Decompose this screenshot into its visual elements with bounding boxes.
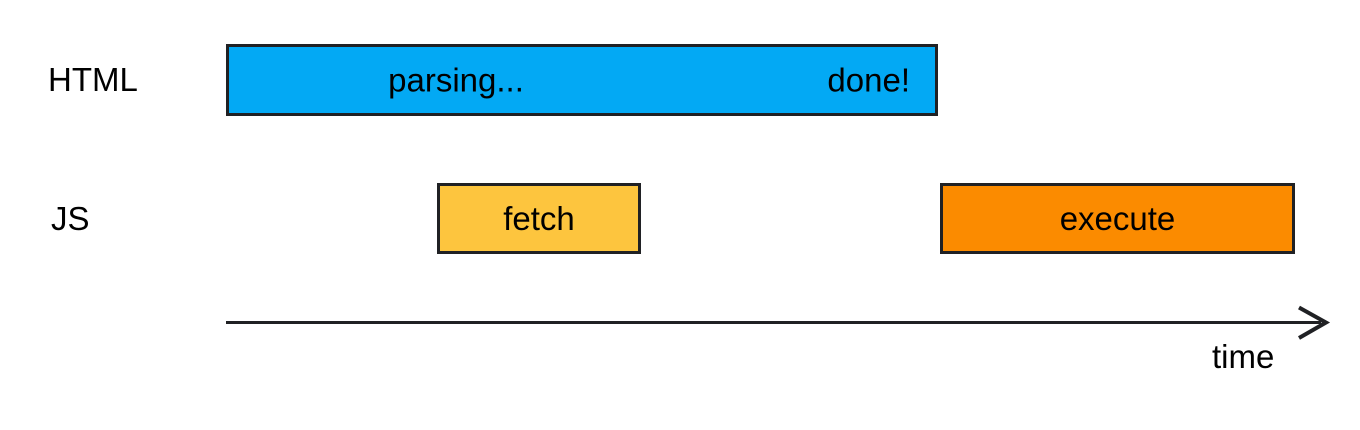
row-label-js: JS (51, 199, 90, 237)
time-axis-label: time (1212, 338, 1275, 375)
html-parsing-bar: parsing... done! (226, 44, 938, 116)
js-fetch-bar: fetch (437, 183, 641, 254)
row-label-html: HTML (48, 61, 138, 98)
js-execute-bar: execute (940, 183, 1295, 254)
parsing-done-label: done! (827, 61, 910, 99)
execute-label: execute (1059, 199, 1176, 237)
time-axis-arrowhead-icon (1298, 305, 1331, 340)
parsing-label: parsing... (388, 61, 524, 99)
fetch-label: fetch (503, 199, 575, 237)
